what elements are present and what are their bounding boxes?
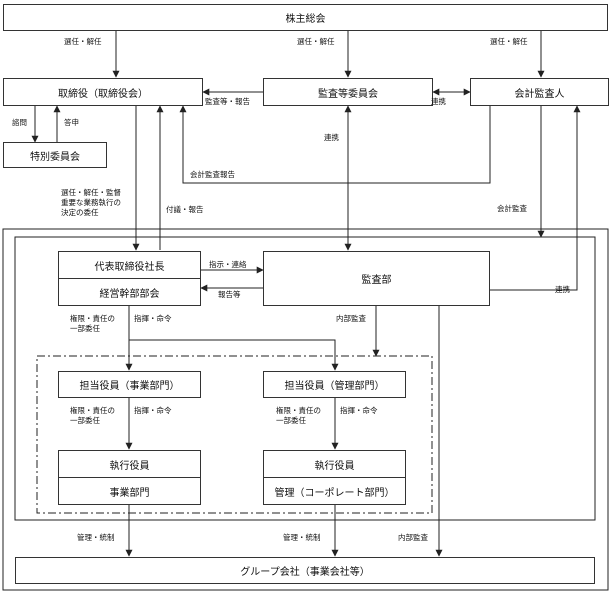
exec-officer-business-box: 執行役員 事業部門: [58, 450, 201, 505]
label-authority-1: 権限・責任の 一部委任: [70, 314, 115, 333]
arrow-accounting-audit-report: [179, 105, 491, 184]
officer-business-box: 担当役員（事業部門）: [58, 371, 201, 398]
label-elect-board: 選任・解任: [64, 37, 102, 46]
label-cooperation-top: 連携: [431, 97, 446, 106]
accounting-auditor-box: 会計監査人: [470, 78, 609, 106]
label-instruction: 指示・連絡: [209, 260, 247, 269]
label-command-3: 指揮・命令: [340, 406, 378, 415]
label-cooperation-mid: 連携: [324, 133, 339, 142]
president-label: 代表取締役社長: [94, 261, 165, 273]
president-box: 代表取締役社長 経営幹部部会: [58, 251, 201, 306]
management-meeting-label: 経営幹部部会: [59, 278, 200, 305]
exec-officer-admin-box: 執行役員 管理（コーポレート部門）: [263, 450, 406, 505]
label-accounting-audit: 会計監査: [497, 204, 527, 213]
audit-committee-box: 監査等委員会: [263, 78, 433, 106]
label-consult: 諮問: [12, 118, 27, 127]
special-committee-box: 特別委員会: [3, 142, 107, 168]
label-report-back: 答申: [64, 118, 79, 127]
label-command-1: 指揮・命令: [134, 314, 172, 323]
outer-frame: [2, 228, 609, 591]
label-accounting-audit-report: 会計監査報告: [190, 170, 235, 179]
board-box: 取締役（取締役会）: [3, 78, 203, 106]
label-manage-2: 管理・統制: [283, 533, 321, 542]
exec-officer-1-label: 執行役員: [109, 460, 150, 472]
label-command-2: 指揮・命令: [134, 406, 172, 415]
label-internal-audit-1: 内部監査: [336, 314, 366, 323]
officer-admin-box: 担当役員（管理部門）: [263, 371, 406, 398]
arrow-delegate-officers: [128, 306, 339, 371]
arrow-cooperation-right: [490, 105, 581, 291]
label-audit-report: 監査等・報告: [205, 97, 250, 106]
label-agenda-report: 付議・報告: [166, 205, 204, 214]
business-div-label: 事業部門: [59, 477, 200, 504]
dashdot-frame: [36, 355, 433, 514]
inner-frame: [14, 236, 596, 521]
label-elect-audit: 選任・解任: [297, 37, 335, 46]
label-cooperation-right: 連携: [555, 285, 570, 294]
label-authority-2: 権限・責任の 一部委任: [70, 406, 115, 425]
label-elect-accounting: 選任・解任: [490, 37, 528, 46]
exec-officer-2-label: 執行役員: [314, 460, 355, 472]
label-authority-3: 権限・責任の 一部委任: [276, 406, 321, 425]
label-manage-1: 管理・統制: [77, 533, 115, 542]
audit-dept-box: 監査部: [263, 251, 490, 306]
group-companies-box: グループ会社（事業会社等）: [15, 557, 595, 584]
label-report-etc: 報告等: [218, 290, 241, 299]
label-internal-audit-2: 内部監査: [398, 533, 428, 542]
label-delegation: 選任・解任・監督 重要な業務執行の 決定の委任: [61, 188, 121, 217]
shareholders-box: 株主総会: [3, 4, 608, 31]
corporate-div-label: 管理（コーポレート部門）: [264, 477, 405, 504]
